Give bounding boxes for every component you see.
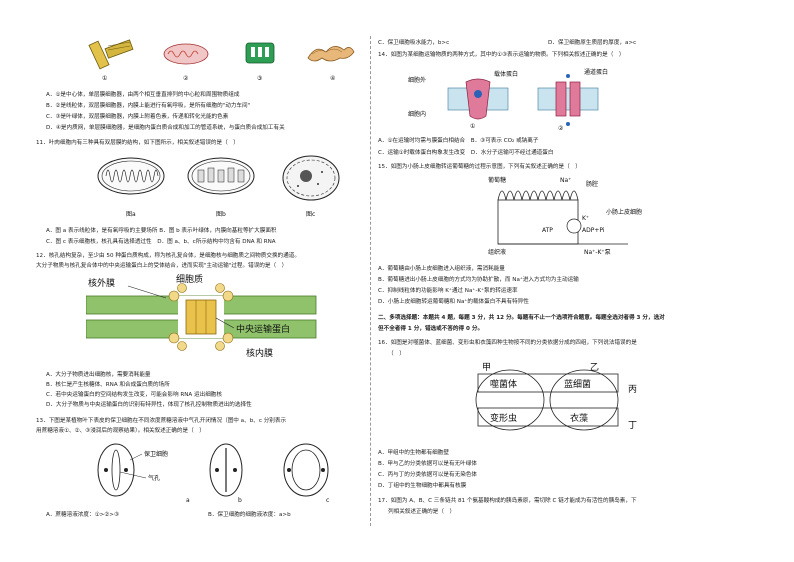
inner-membrane-label: 核内膜 xyxy=(246,347,273,359)
q16-option-c: C．丙与丁的分类依据可以是有无染色体 xyxy=(378,472,478,478)
lumen-label: 肠腔 xyxy=(586,180,598,188)
q16-option-a: A．甲组中的生物都有细胞壁 xyxy=(378,450,449,456)
mitochondrion-diagram xyxy=(97,157,165,195)
organelle-label-3: ③ xyxy=(257,75,262,82)
q13-option-d: D．保卫细胞原生质层的厚度，a>c xyxy=(548,40,637,46)
cell-chlamydomonas: 衣藻 xyxy=(570,412,588,424)
transport-figure: 细胞外 细胞内 载体蛋白 通道蛋白 ① ② xyxy=(408,68,608,130)
k-label: K⁺ xyxy=(582,215,589,222)
q17-stem-line1: 17．如图为 A、B、C 三条链共 81 个氨基酸构成的胰岛素原，需切除 C 链… xyxy=(378,498,637,504)
centriole-image xyxy=(88,39,134,70)
group-jia-label: 甲 xyxy=(482,362,491,373)
substance-1-label: ① xyxy=(470,123,475,130)
stoma-c-label: c xyxy=(326,497,329,504)
q14-stem: 14．如图为某细胞运输物质的两种方式，其中的①③表示运输的物质。下列相关叙述正确… xyxy=(378,52,625,58)
q15-stem: 15．如图为小肠上皮细胞转运葡萄糖的过程示意图，下列有关叙述正确的是（ ） xyxy=(378,164,581,170)
q12-option-a: A．大分子物质进出细胞核，需要消耗能量 xyxy=(46,372,151,378)
cell-bacteriophage: 噬菌体 xyxy=(490,378,517,390)
outer-membrane-label: 核外膜 xyxy=(88,277,115,289)
q15-option-b: B．葡萄糖进出小肠上皮细胞的方式均为协助扩散，而 Na⁺进入方式均为主动运输 xyxy=(378,277,579,283)
q10-option-b: B．②是线粒体，双层膜细胞器，内膜上能进行有氧呼吸，是所有细胞的"动力车间" xyxy=(46,103,251,109)
guard-cell-label: 保卫细胞 xyxy=(144,450,168,458)
glucose-transport-figure: 葡萄糖 Na⁺ 肠腔 小肠上皮细胞 ATP ADP+Pi K⁺ 组织液 Na⁺-… xyxy=(488,176,642,256)
organelle-label-1: ① xyxy=(102,75,107,82)
section2-heading-line2: 但不全者得 1 分，错选或不答的得 0 分。 xyxy=(378,326,484,332)
q13-option-b: B．保卫细胞的细胞液浓度：a>b xyxy=(208,512,291,518)
fig-label-b: 图b xyxy=(216,211,226,218)
mitochondrion-image xyxy=(163,43,209,65)
stoma-a-label: a xyxy=(186,497,190,504)
stoma-b-label: b xyxy=(238,497,242,504)
glucose-label: 葡萄糖 xyxy=(488,176,506,184)
stoma-label: 气孔 xyxy=(148,474,160,482)
substance-2-label: ② xyxy=(558,125,564,130)
group-bing-label: 丙 xyxy=(628,384,637,395)
q13-option-c: C．保卫细胞吸水能力，b>c xyxy=(378,40,450,46)
q16-option-b: B．甲与乙的分类依据可以是有无叶绿体 xyxy=(378,461,477,467)
q10-option-d: D．④是内质网，单层膜细胞器，是细胞内蛋白质合成和加工的管道系统，与蛋白质合成加… xyxy=(46,125,285,131)
q15-option-c: C．抑制线粒体的功能影响 K⁺通过 Na⁺-K⁺泵的转运速率 xyxy=(378,288,518,294)
q15-option-d: D．小肠上皮细胞转运葡萄糖和 Na⁺的载体蛋白不具有特异性 xyxy=(378,299,529,305)
q13-stem-line2: 用蔗糖溶液①、②、③浸润后的观察结果）。相关叙述正确的是（ ） xyxy=(36,428,205,434)
section2-heading-line1: 二、多项选择题：本题共 4 题，每题 3 分，共 12 分。每题有不止一个选项符… xyxy=(378,315,665,321)
stoma-c xyxy=(283,443,329,497)
left-column: ① ② ③ ④ A．①是中心体，单层膜细胞器，由两个相互垂直排列的中心粒和周围物… xyxy=(36,0,362,562)
stoma-b xyxy=(209,443,243,497)
classification-figure: 甲 乙 丙 丁 噬菌体 蓝细菌 变形虫 衣藻 xyxy=(475,362,637,431)
nuclear-pore-figure: 核外膜 细胞质 中央运输蛋白 核内膜 xyxy=(86,274,317,359)
q16-option-d: D．丁组中的生物细胞中都具有核膜 xyxy=(378,483,467,489)
group-ding-label: 丁 xyxy=(628,421,637,431)
cell-cyanobacteria: 蓝细菌 xyxy=(564,378,591,390)
q10-option-c: C．③是叶绿体，双层膜细胞器，内膜上附着色素，传递和转化光能的色素 xyxy=(46,114,229,120)
q11-figure: 图a 图b 图c xyxy=(97,155,340,218)
right-column: C．保卫细胞吸水能力，b>c D．保卫细胞原生质层的厚度，a>c 14．如图为某… xyxy=(378,0,750,562)
stoma-a xyxy=(97,443,135,497)
q11-options-cd: C．图 c 表示细胞核，核孔具有选择透过性 D．图 a、b、c所示结构中均含有 … xyxy=(46,239,276,245)
column-divider xyxy=(370,36,371,526)
chloroplast-diagram xyxy=(187,157,255,195)
fig-label-c: 图c xyxy=(306,211,315,218)
q10-option-a: A．①是中心体，单层膜细胞器，由两个相互垂直排列的中心粒和周围物质组成 xyxy=(46,92,240,98)
carrier-protein xyxy=(465,78,491,120)
organelle-label-4: ④ xyxy=(330,75,335,82)
q12-stem-line1: 12．核孔结构复杂，至少由 50 种蛋白质构成，称为核孔复合体，是细胞核与细胞质… xyxy=(36,253,300,259)
q13-option-a: A．蔗糖溶液浓度：①>②>③ xyxy=(46,512,119,518)
fig-label-a: 图a xyxy=(126,211,136,218)
q12-option-d: D．大分子物质与中央运输蛋白的识别有特异性，体现了核孔控制物质进出的选择性 xyxy=(46,402,252,408)
atp-label: ATP xyxy=(542,227,553,234)
organelle-figure: ① ② ③ ④ xyxy=(88,39,355,82)
cytoplasm-label: 细胞质 xyxy=(176,274,203,285)
cell-label: 小肠上皮细胞 xyxy=(606,208,642,216)
outside-cell-label: 细胞外 xyxy=(408,76,426,84)
stomata-figure: 保卫细胞 气孔 a b c xyxy=(97,443,329,504)
group-yi-label: 乙 xyxy=(590,362,599,373)
organelle-label-2: ② xyxy=(183,75,189,82)
q17-stem-line2: 列相关叙述正确的是（ ） xyxy=(388,509,456,515)
q14-options-ab: A．①在运输时均需与膜蛋白相结合 B．③可表示 CO₂ 或钠离子 xyxy=(378,138,539,144)
na-label: Na⁺ xyxy=(560,177,571,184)
q12-stem-line2: 大分子物质与核孔复合体中的中央运输蛋白上的受体结合，进而实现"主动运输"过程。错… xyxy=(36,263,288,269)
carrier-label: 载体蛋白 xyxy=(494,70,518,78)
q16-stem: 16．如图是对噬菌体、蓝细菌、变形虫和衣藻四种生物按不同的分类依据分成的四组，下… xyxy=(378,340,637,346)
tissue-fluid-label: 组织液 xyxy=(488,248,506,256)
inside-cell-label: 细胞内 xyxy=(408,110,426,118)
chloroplast-image xyxy=(245,42,275,64)
q14-options-cd: C．运输①时载体蛋白构象发生改变 D．水分子运输可不经过通道蛋白 xyxy=(378,150,554,156)
q12-option-c: C．若中央运输蛋白的空间结构发生改变，可能会影响 RNA 运出细胞核 xyxy=(46,392,222,398)
adp-label: ADP+Pi xyxy=(582,227,605,234)
er-image xyxy=(307,46,355,62)
q11-options-ab: A．图 a 表示线粒体，是有氧呼吸的主要场所 B．图 b 表示叶绿体，内膜向基粒… xyxy=(46,228,277,234)
q16-stem-paren: （ ） xyxy=(388,351,405,357)
channel-label: 通道蛋白 xyxy=(584,68,608,76)
q12-option-b: B．核仁是产生核糖体、RNA 和合成蛋白质的场所 xyxy=(46,382,170,388)
pump-label: Na⁺-K⁺泵 xyxy=(584,249,611,256)
transport-protein-label: 中央运输蛋白 xyxy=(236,323,290,335)
q11-stem: 11．叶肉细胞内有三种具有双层膜的结构，如下图所示，相关叙述错误的是（ ） xyxy=(36,140,239,146)
q15-option-a: A．葡萄糖由小肠上皮细胞进入组织液，需消耗能量 xyxy=(378,266,505,272)
nucleus-diagram xyxy=(282,155,340,201)
q13-stem-line1: 13．下图是某植物叶下表皮的保卫细胞在不同浓度蔗糖溶液中气孔开闭情况（图中 a、… xyxy=(36,418,287,424)
channel-protein xyxy=(555,74,581,126)
cell-amoeba: 变形虫 xyxy=(490,412,517,424)
